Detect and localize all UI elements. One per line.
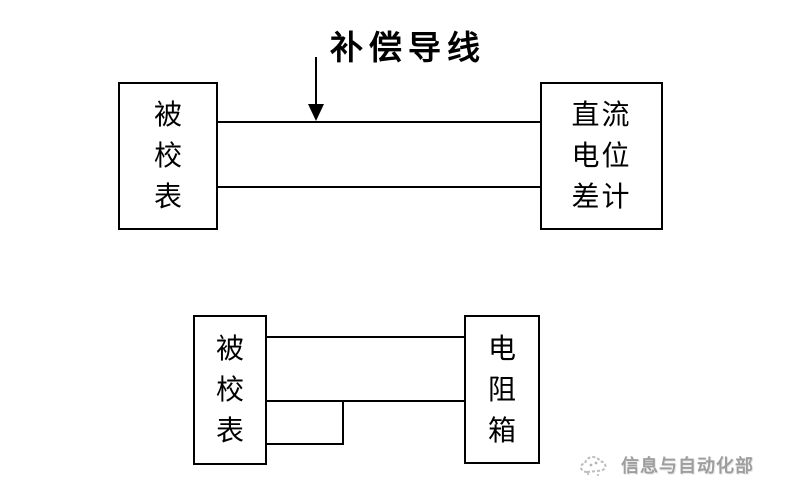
resistance-box: 电 阻 箱 (464, 315, 540, 464)
compensation-wire-label: 补偿导线 (330, 28, 486, 67)
cloud-logo-icon (579, 455, 607, 477)
bottom-wire-middle (267, 400, 464, 402)
box-line: 直流 (571, 98, 632, 131)
box-char: 校 (153, 139, 182, 172)
bottom-wire-branch-riser (342, 400, 344, 445)
box-line: 差计 (571, 180, 632, 213)
meter-under-test-box-bottom: 被 校 表 (193, 315, 267, 465)
box-char: 阻 (487, 372, 516, 406)
top-wire-upper (218, 121, 540, 123)
box-line: 电位 (571, 139, 632, 172)
box-char: 表 (215, 414, 244, 447)
meter-under-test-box-top: 被 校 表 (118, 82, 218, 230)
dc-potentiometer-box: 直流 电位 差计 (540, 82, 663, 230)
box-char: 被 (153, 98, 182, 131)
box-char: 表 (153, 180, 182, 213)
box-char: 被 (215, 332, 244, 365)
watermark: 信息与自动化部 (578, 452, 754, 478)
annotation-arrow-stem (315, 57, 317, 107)
watermark-label: 信息与自动化部 (621, 456, 754, 477)
down-arrow-icon (308, 104, 324, 121)
box-char: 电 (487, 331, 516, 365)
bottom-wire-branch (267, 443, 344, 445)
bottom-wire-upper (267, 336, 464, 338)
box-char: 箱 (487, 413, 516, 447)
box-char: 校 (215, 373, 244, 406)
top-wire-lower (218, 186, 540, 188)
